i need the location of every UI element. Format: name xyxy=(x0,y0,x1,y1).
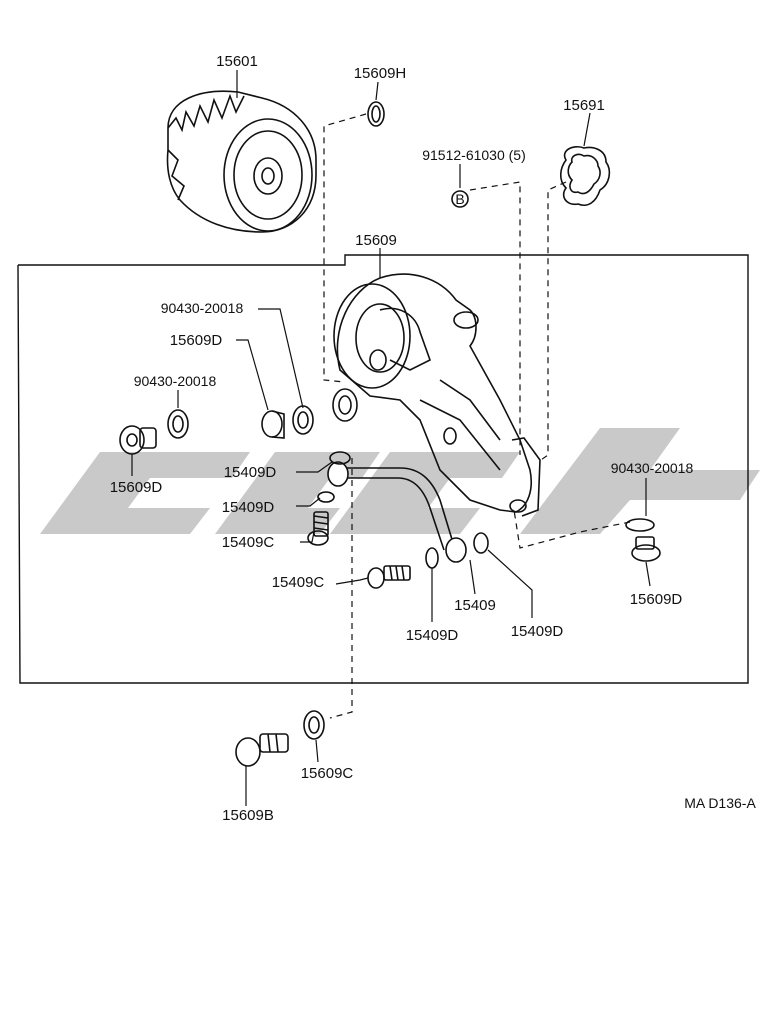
watermark-logo xyxy=(40,428,760,534)
label-15601: 15601 xyxy=(216,53,258,70)
label-90430-20018-a: 90430-20018 xyxy=(161,300,244,316)
label-15409c-b: 15409C xyxy=(272,574,325,591)
alignment-lines xyxy=(323,113,631,719)
washer-15409d-b xyxy=(317,491,335,503)
gasket-15691 xyxy=(559,145,611,206)
label-90430-20018-c: 90430-20018 xyxy=(611,460,694,476)
label-90430-20018-b: 90430-20018 xyxy=(134,373,217,389)
leader-lines xyxy=(131,70,651,806)
part-labels: 15601 15609H 15691 91512-61030 (5) 15609… xyxy=(110,53,757,824)
label-15609b: 15609B xyxy=(222,807,274,824)
label-15609d-b: 15609D xyxy=(110,479,163,496)
o-ring-15609h xyxy=(367,101,385,127)
label-15409: 15409 xyxy=(454,597,496,614)
label-15409d-d: 15409D xyxy=(511,623,564,640)
label-15609c: 15609C xyxy=(301,765,354,782)
label-15691: 15691 xyxy=(563,97,605,114)
gasket-15609c xyxy=(303,710,325,740)
label-15609d-a: 15609D xyxy=(170,332,223,349)
label-15409d-c: 15409D xyxy=(406,627,459,644)
union-bolt-15609b xyxy=(235,733,289,767)
seal-15609d xyxy=(261,410,285,439)
union-bolt-15409c-a xyxy=(307,511,329,546)
gasket-90430-c xyxy=(625,518,655,532)
label-91512-61030: 91512-61030 (5) xyxy=(422,147,526,163)
reference-code: MA D136-A xyxy=(684,795,756,811)
label-15409d-b: 15409D xyxy=(222,499,275,516)
oil-pipe xyxy=(327,461,467,563)
label-15609d-c: 15609D xyxy=(630,591,683,608)
assembly-frame xyxy=(17,254,749,684)
plug-15609d-left xyxy=(119,425,157,455)
oil-filter-bracket xyxy=(332,273,541,517)
union-bolt-15409c-b xyxy=(367,565,411,589)
label-15609: 15609 xyxy=(355,232,397,249)
label-15609h: 15609H xyxy=(354,65,407,82)
marker-b-label: B xyxy=(455,191,464,207)
bolt-marker-b xyxy=(451,190,469,208)
oil-filter xyxy=(166,90,317,233)
washer-15409d-d xyxy=(473,532,489,554)
gasket-90430-a xyxy=(292,405,314,435)
gasket-90430-b xyxy=(167,409,189,439)
plug-15609d-right xyxy=(631,536,661,562)
label-15409d-a: 15409D xyxy=(224,464,277,481)
washer-15409d-a xyxy=(329,451,351,465)
washer-15409d-c xyxy=(425,547,439,569)
label-15409c-a: 15409C xyxy=(222,534,275,551)
